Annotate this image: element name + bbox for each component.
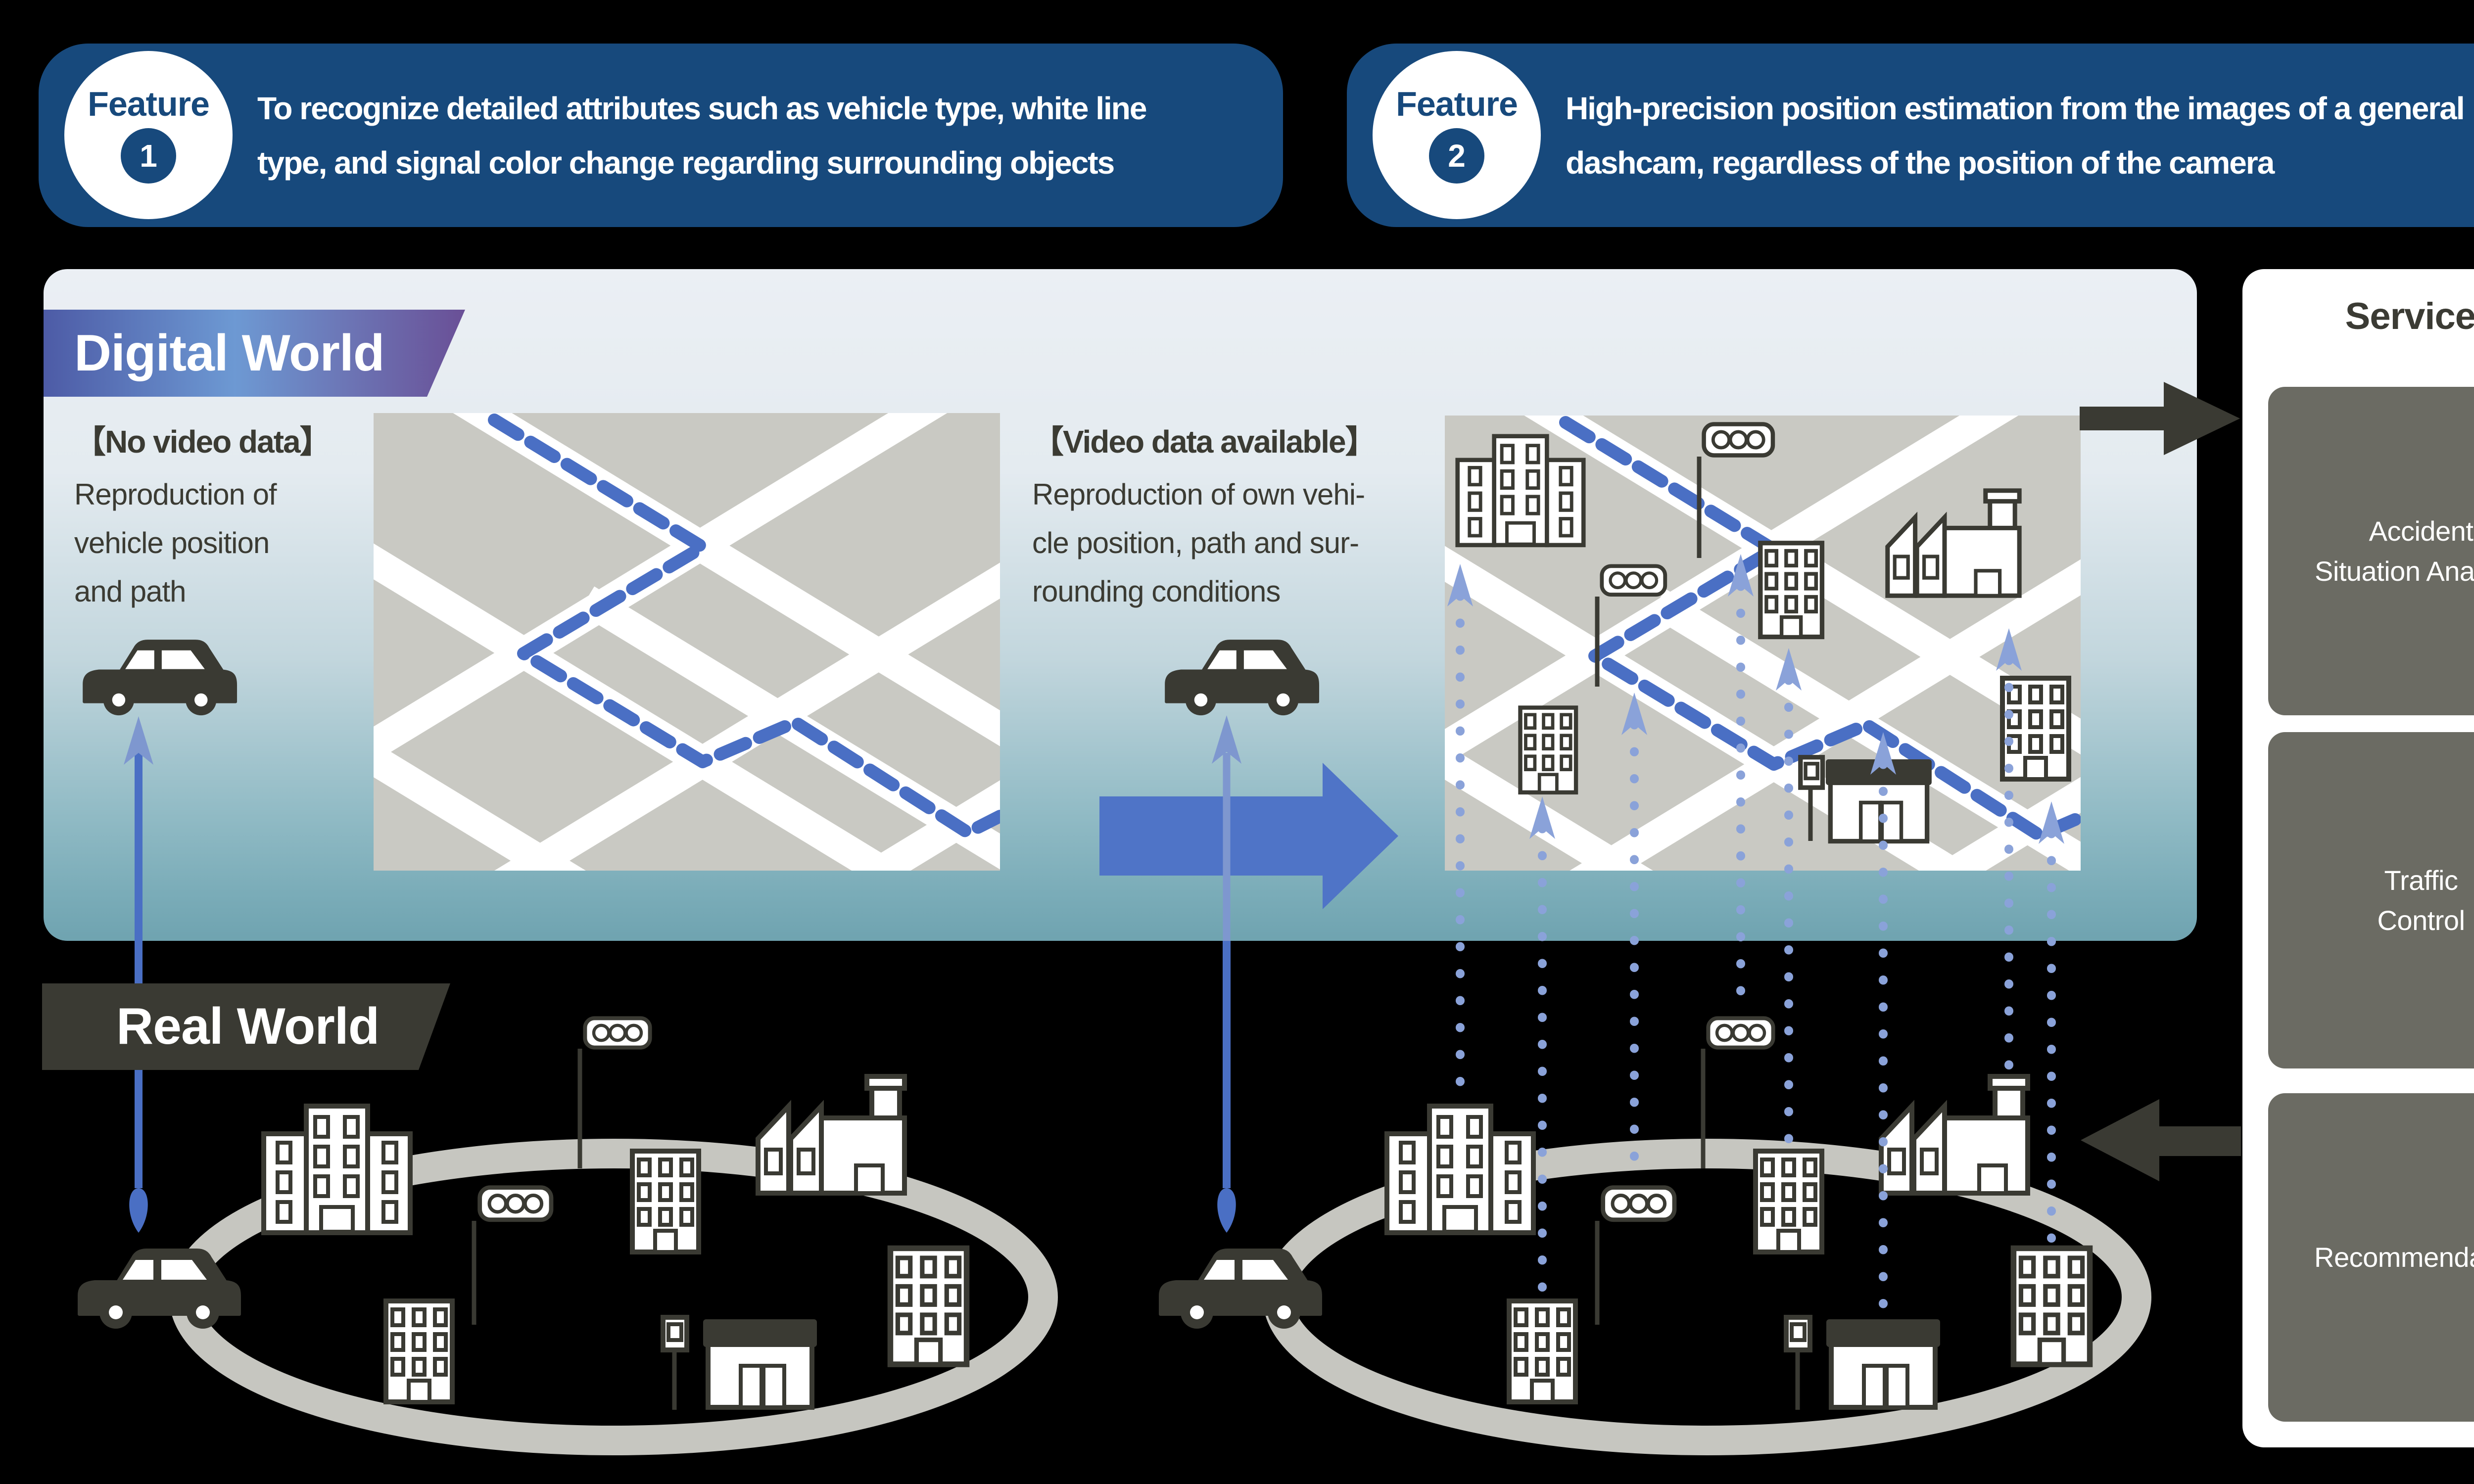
feature-1-badge: Feature 1 — [64, 51, 233, 219]
building-icon — [386, 1301, 452, 1402]
no-video-line: vehicle position — [74, 526, 270, 560]
building-icon — [1756, 1151, 1822, 1252]
traffic-light-icon — [480, 1188, 551, 1220]
service-label-line: Recommendation — [2314, 1242, 2474, 1273]
services-panel: Services Accident Situation Analysis Tra… — [2242, 269, 2474, 1447]
service-box-accident-situation-analysis: Accident Situation Analysis — [2268, 387, 2474, 715]
real-world-scene-right — [1160, 1018, 2151, 1455]
building-icon — [890, 1248, 966, 1364]
digital-world-label: Digital World — [44, 310, 465, 397]
signpost-icon — [1786, 1317, 1810, 1350]
feature-2-banner: Feature 2 High-precision position estima… — [1347, 44, 2474, 227]
road-ring — [1263, 1139, 2151, 1455]
video-line: Reproduction of own vehi- — [1032, 478, 1365, 511]
building-icon — [1509, 1301, 1575, 1402]
real-world-label: Real World — [42, 983, 450, 1070]
traffic-light-icon — [1603, 1188, 1674, 1220]
no-video-line: Reproduction of — [74, 478, 277, 511]
video-line: cle position, path and sur- — [1032, 526, 1359, 560]
factory-icon — [1881, 1076, 2028, 1193]
shop-icon — [1826, 1319, 1940, 1407]
service-box-traffic-control: Traffic Control — [2268, 732, 2474, 1068]
signpost-icon — [663, 1317, 687, 1350]
no-video-data-block: 【No video data】 Reproduction of vehicle … — [74, 421, 411, 616]
video-data-block: 【Video data available】 Reproduction of o… — [1032, 421, 1458, 616]
feature-text-line: High-precision position estimation from … — [1566, 90, 2465, 126]
video-title: 【Video data available】 — [1032, 424, 1377, 460]
shop-icon — [703, 1319, 817, 1407]
traffic-light-icon — [1708, 1018, 1773, 1047]
feature-badge-number: 2 — [1429, 128, 1484, 184]
digital-world-label-text: Digital World — [74, 324, 384, 382]
office-building-icon — [264, 1106, 410, 1233]
building-icon — [632, 1151, 699, 1252]
car-icon — [79, 1250, 239, 1329]
feature-badge-word: Feature — [88, 85, 210, 123]
service-label-line: Situation Analysis — [2315, 556, 2474, 587]
video-line: rounding conditions — [1032, 575, 1281, 608]
map-pin-drop-icon — [129, 1188, 148, 1233]
feature-text-line: type, and signal color change regarding … — [257, 144, 1115, 181]
real-world-scene-left — [79, 1018, 1058, 1455]
service-label-line: Control — [2377, 905, 2465, 936]
traffic-light-icon — [585, 1018, 650, 1047]
services-title: Services — [2345, 295, 2474, 337]
office-building-icon — [1387, 1106, 1533, 1233]
service-label-line: Traffic — [2384, 864, 2458, 896]
feature-badge-number: 1 — [121, 128, 176, 184]
no-video-title: 【No video data】 — [74, 424, 332, 460]
map-pin-drop-icon — [1217, 1188, 1236, 1233]
service-box-recommendation: Recommendation — [2268, 1093, 2474, 1422]
feature-badge-word: Feature — [1396, 85, 1518, 123]
real-world-label-text: Real World — [116, 998, 380, 1055]
service-label-line: Accident — [2369, 515, 2474, 547]
factory-icon — [758, 1076, 904, 1193]
car-icon — [1160, 1250, 1321, 1329]
feature-text-line: dashcam, regardless of the position of t… — [1566, 144, 2275, 181]
feature-1-text: To recognize detailed attributes such as… — [257, 44, 1291, 227]
road-ring — [169, 1139, 1058, 1455]
feature-2-text: High-precision position estimation from … — [1566, 44, 2474, 227]
arrow-left-icon — [2081, 1099, 2241, 1181]
feature-1-banner: Feature 1 To recognize detailed attribut… — [39, 44, 1283, 227]
building-icon — [2013, 1248, 2090, 1364]
feature-text-line: To recognize detailed attributes such as… — [257, 90, 1147, 126]
no-video-line: and path — [74, 575, 187, 608]
feature-2-badge: Feature 2 — [1373, 51, 1541, 219]
